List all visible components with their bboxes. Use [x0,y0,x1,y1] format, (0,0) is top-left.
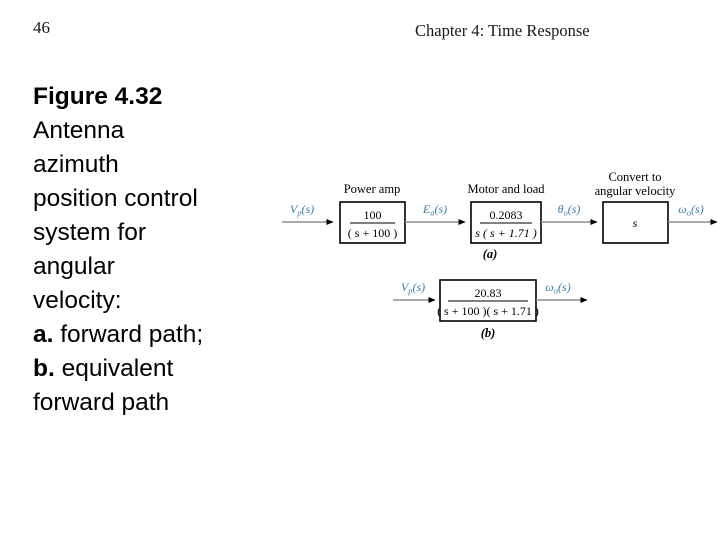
signal-sub-a: a [430,208,434,218]
block-title-motor-and-load: Motor and load [467,182,545,196]
caption-line-5: velocity: [33,287,122,314]
caption-line-1: azimuth [33,151,119,178]
signal-tail-s: (s) [301,202,314,216]
signal-tail-s: (s) [434,202,447,216]
block-convert-expression: s [633,216,638,230]
block-equivalent-denominator: ( s + 100 )( s + 1.71 ) [437,304,539,318]
signal-label-theta-o: θo(s) [558,202,581,218]
block-title-convert-line2: angular velocity [595,184,677,198]
block-title-power-amp: Power amp [344,182,401,196]
signal-tail-s: (s) [558,280,571,294]
signal-label-omega-o-a: ωo(s) [678,202,703,218]
page-number: 46 [33,18,50,37]
signal-label-vp-a: Vp(s) [290,202,314,218]
caption-item-b-continued: forward path [33,389,170,416]
signal-tail-s: (s) [691,202,704,216]
block-power-amp-numerator: 100 [364,208,382,222]
block-title-convert-line1: Convert to [608,170,661,184]
signal-tail-s: (s) [568,202,581,216]
caption-line-3: system for [33,219,146,246]
diagram-b: Vp(s) 20.83 ( s + 100 )( s + 1.71 ) ωo(s… [393,279,588,340]
caption-line-0: Antenna [33,117,125,144]
caption-item-a-text: forward path; [53,321,204,348]
block-power-amp-denominator: ( s + 100 ) [348,226,397,240]
diagram-sublabel-a: (a) [483,247,498,261]
block-motor-numerator: 0.2083 [490,208,523,222]
signal-label-omega-o-b: ωo(s) [545,280,570,296]
signal-sub-o: o [563,208,567,218]
caption-figure-label: Figure 4.32 [33,83,163,110]
caption-item-a-marker: a. [33,321,54,348]
caption-line-4: angular [33,253,115,280]
signal-sub-o: o [554,286,558,296]
caption-item-a: a. forward path; [33,318,283,352]
caption-item-b-text: equivalent [54,355,174,382]
signal-sub-p: p [296,208,301,218]
block-motor-denominator: s ( s + 1.71 ) [475,226,536,240]
caption-item-b: b. equivalent [33,352,283,386]
signal-label-vp-b: Vp(s) [401,280,425,296]
caption-line-2: position control [33,185,198,212]
block-diagram-figure: Vp(s) Power amp 100 ( s + 100 ) Ea(s) Mo… [280,150,720,350]
signal-sub-p: p [407,286,412,296]
slide-header-title: Chapter 4: Time Response [415,21,590,40]
figure-caption: Figure 4.32 Antenna azimuth position con… [33,80,283,420]
diagram-a: Vp(s) Power amp 100 ( s + 100 ) Ea(s) Mo… [282,170,718,261]
caption-item-b-marker: b. [33,355,55,382]
signal-sub-o: o [687,208,691,218]
diagram-sublabel-b: (b) [481,326,496,340]
signal-label-ea: Ea(s) [422,202,447,218]
signal-tail-s: (s) [412,280,425,294]
block-equivalent-numerator: 20.83 [475,286,502,300]
block-diagram-svg: Vp(s) Power amp 100 ( s + 100 ) Ea(s) Mo… [282,170,718,340]
